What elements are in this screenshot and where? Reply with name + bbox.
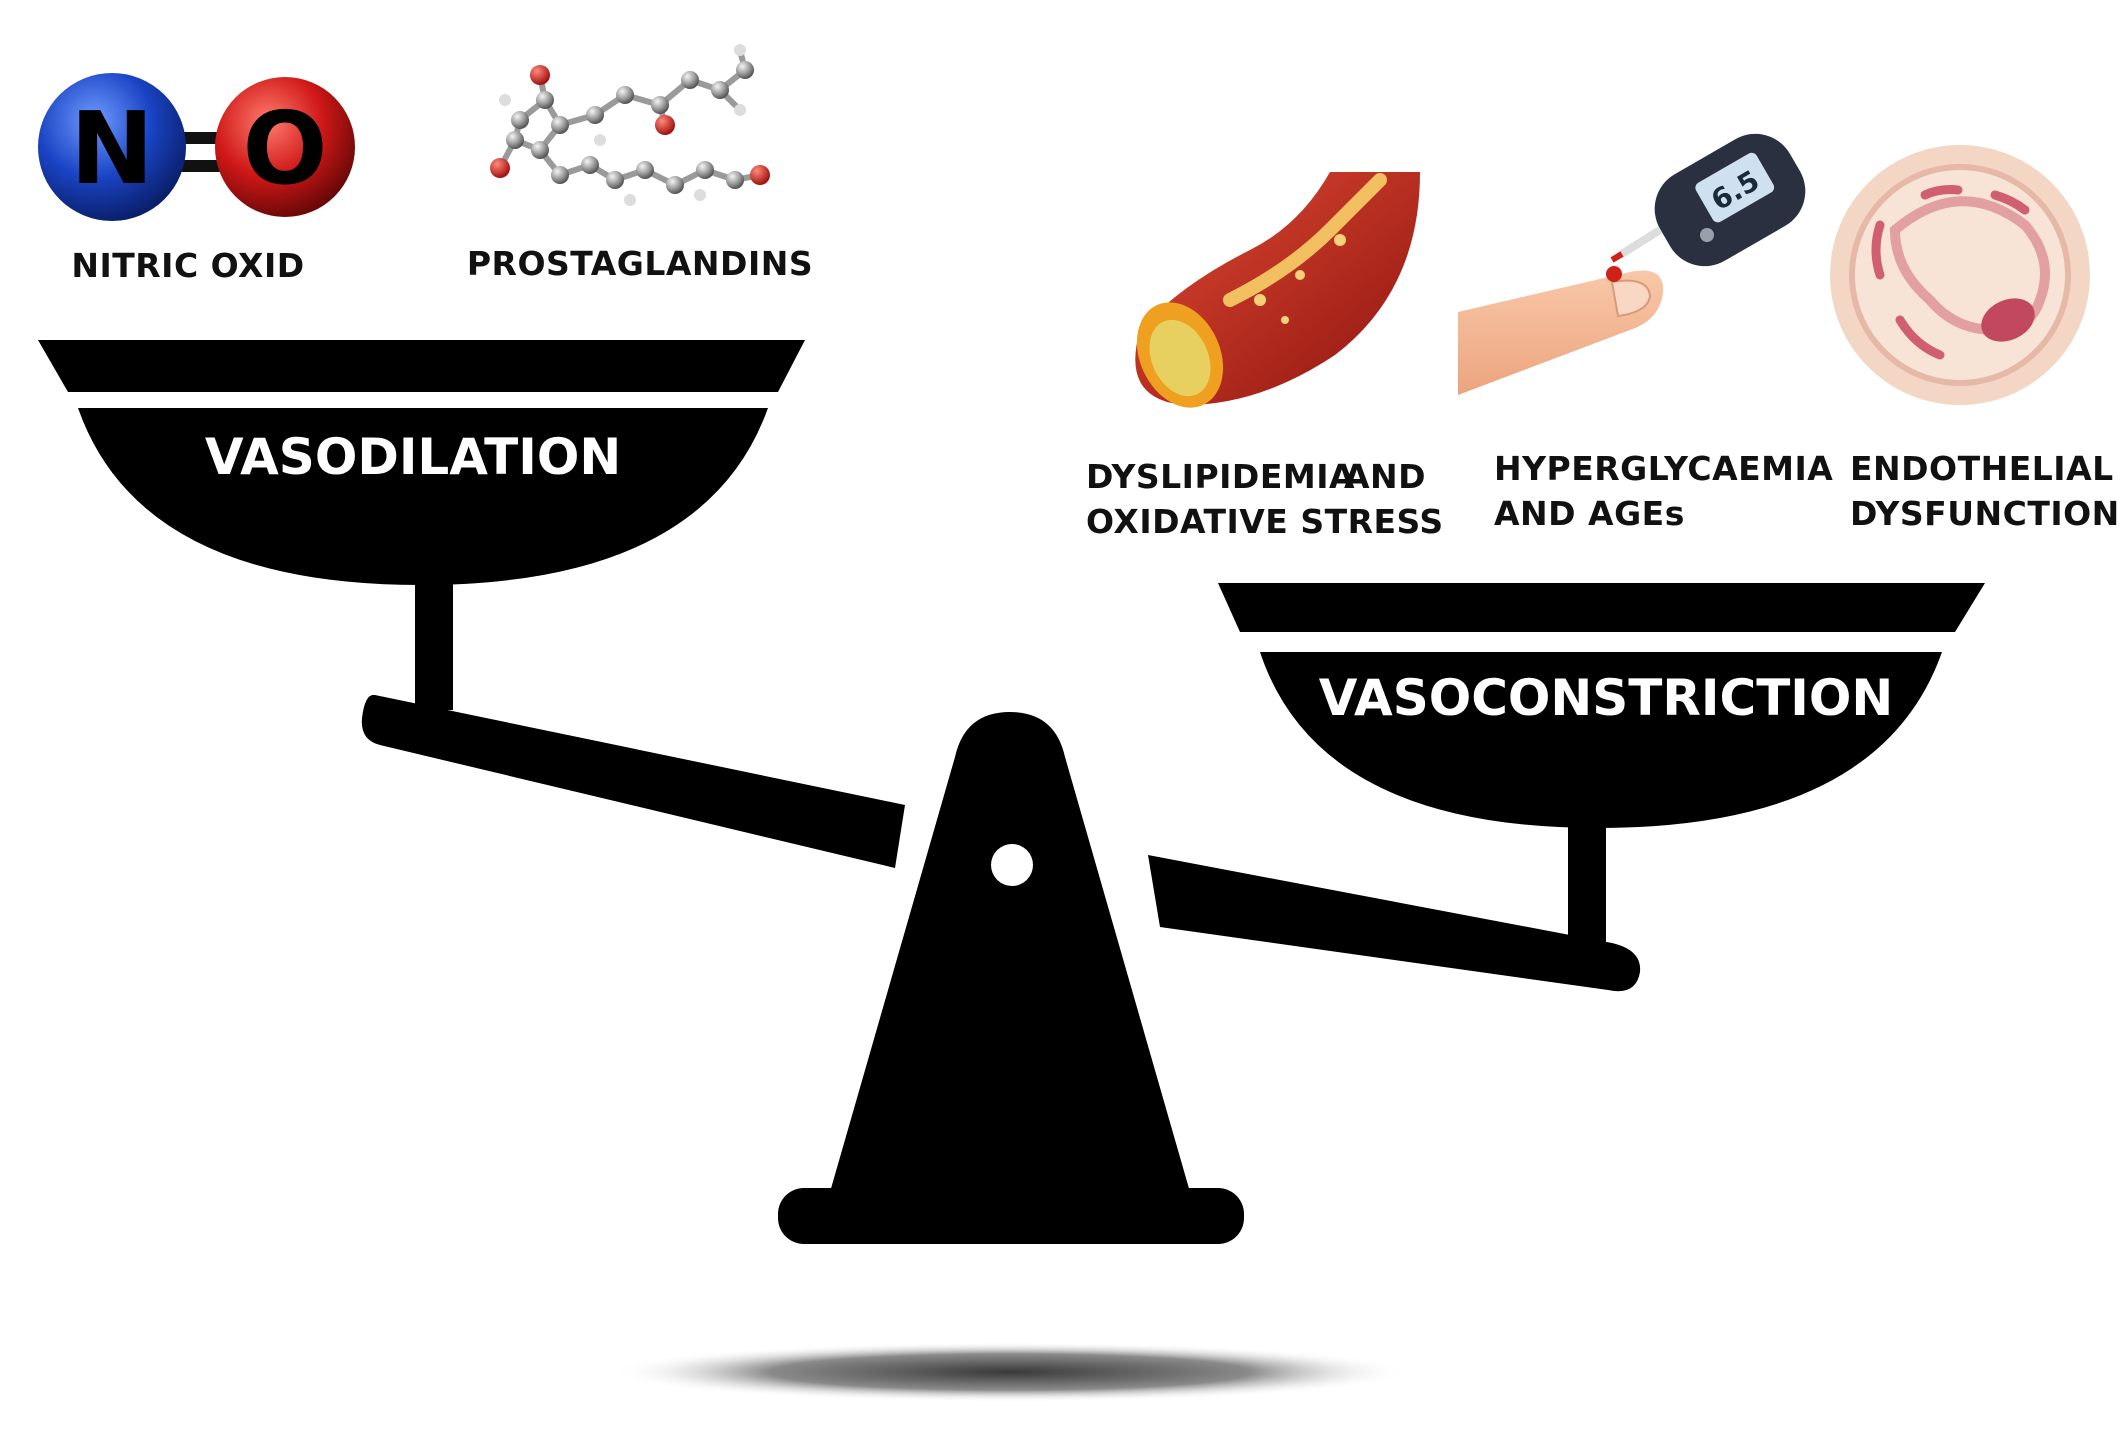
right-pan-bowl [1260, 652, 1942, 828]
right-pan-rim [1218, 583, 1985, 632]
right-hanger [1568, 820, 1606, 950]
endothelial-label: ENDOTHELIAL [1850, 449, 2114, 488]
endothelial-cell-icon [1830, 145, 2090, 405]
nitric-oxide-label: NITRIC OXID [71, 246, 304, 285]
left-hanger [415, 575, 453, 710]
balance-scale [361, 575, 1641, 1244]
nitrogen-letter: N [70, 90, 154, 207]
left-pan-title: VASODILATION [205, 428, 621, 486]
beam-right [1148, 855, 1641, 992]
glucometer-icon: 6.5 [1458, 133, 1806, 395]
right-pan: VASOCONSTRICTION [1218, 583, 1985, 828]
dysfunction-label: DYSFUNCTION [1850, 494, 2120, 533]
blood-drop [1606, 266, 1622, 282]
left-pan: VASODILATION [38, 340, 805, 585]
nitrogen-atom [38, 73, 186, 221]
fingernail [1610, 279, 1652, 318]
beam-left [361, 694, 905, 868]
finger [1458, 270, 1664, 395]
plaque-core [1149, 319, 1211, 397]
oxygen-atom [215, 77, 355, 217]
nitric-oxide-molecule-icon: N O [38, 73, 355, 221]
right-pan-title: VASOCONSTRICTION [1319, 669, 1894, 727]
prostaglandin-atoms [490, 44, 770, 206]
prostaglandins-label: PROSTAGLANDINS [467, 244, 813, 283]
left-pan-rim [38, 340, 805, 392]
test-strip [1617, 226, 1663, 259]
oxygen-letter: O [242, 90, 327, 207]
fulcrum [830, 712, 1190, 1192]
dyslipidemia-label: DYSLIPIDEMIA [1086, 457, 1355, 496]
left-pan-bowl [78, 408, 768, 585]
meter-screen [1695, 152, 1775, 223]
dyslipidemia-label-and: AND [1344, 457, 1426, 496]
plaque-deposit [1223, 173, 1387, 307]
artery-plaque-icon [1135, 172, 1420, 408]
cell-nucleus [1981, 298, 2035, 342]
meter-button [1700, 228, 1714, 242]
ground-shadow [610, 1342, 1410, 1402]
fulcrum-base [778, 1188, 1244, 1244]
ages-label: AND AGEs [1494, 494, 1685, 533]
oxidative-stress-label: OXIDATIVE STRESS [1086, 502, 1444, 541]
fulcrum-pivot-hole [991, 844, 1033, 886]
hyperglycaemia-label: HYPERGLYCAEMIA [1494, 449, 1833, 488]
